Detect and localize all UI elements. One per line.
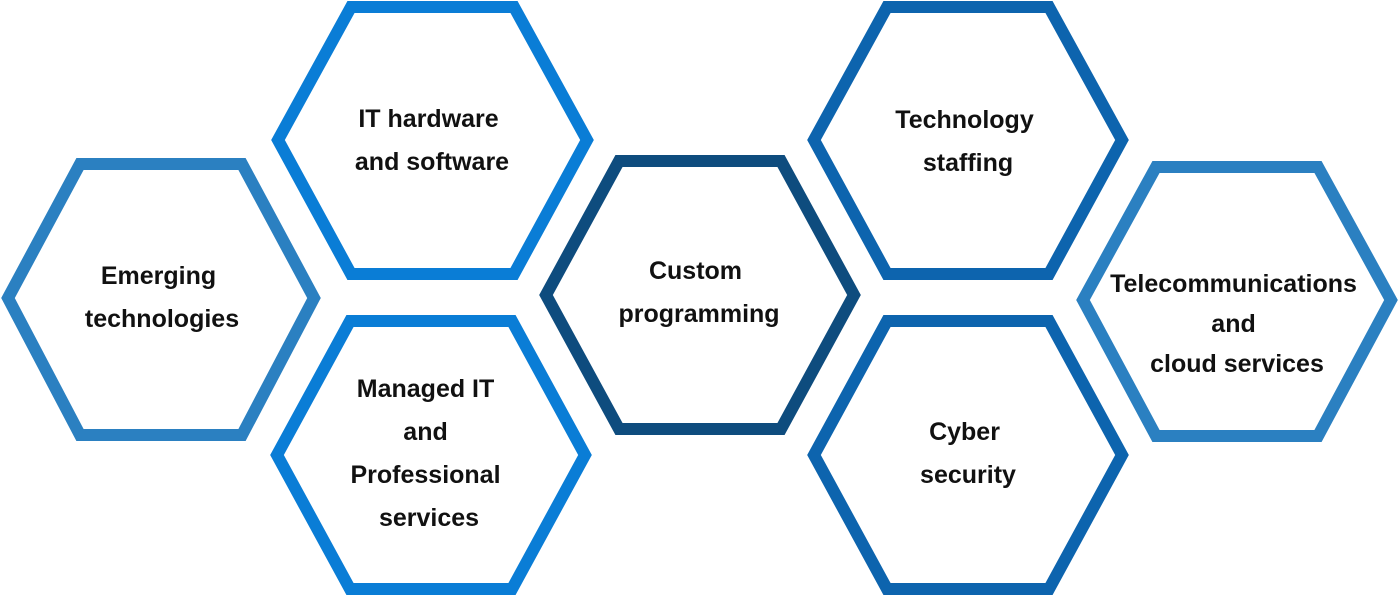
hexagon-shape	[1, 158, 321, 441]
hexagon-shape	[539, 155, 861, 435]
hexagon-label-line: Custom	[649, 257, 742, 285]
hexagon-emerging-technologies: Emerging technologies	[1, 158, 321, 441]
hexagon-label-line: and	[403, 418, 447, 446]
hexagon-shape	[270, 315, 592, 595]
hexagon-shape	[807, 315, 1129, 595]
hexagon-label-line: Technology	[895, 106, 1034, 134]
hexagon-shape	[271, 1, 594, 280]
hexagon-cyber-security: Cyber security	[807, 315, 1129, 595]
hexagon-label: Emerging technologies	[85, 262, 239, 333]
hexagon-custom-programming: Custom programming	[539, 155, 861, 435]
hexagon-label: Managed IT and Professional services	[350, 375, 507, 532]
hexagon-label-line: and	[1211, 310, 1255, 338]
hexagon-label-line: security	[920, 461, 1016, 489]
hexagon-label: Technology staffing	[895, 106, 1040, 177]
hexagon-label-line: Cyber	[929, 418, 1000, 446]
hexagon-telecommunications-cloud: Telecommunications and cloud services	[1076, 161, 1398, 442]
hexagon-label: IT hardware and software	[355, 105, 509, 176]
hexagon-label-line: Managed IT	[357, 375, 495, 403]
hexagon-label-line: Emerging	[101, 262, 216, 290]
hexagon-label: Cyber security	[920, 418, 1016, 489]
hexagon-label-line: cloud services	[1150, 350, 1324, 378]
hexagon-managed-it-professional: Managed IT and Professional services	[270, 315, 592, 595]
hexagon-label-line: IT hardware	[358, 105, 498, 133]
hexagon-label-line: programming	[618, 300, 779, 328]
hexagon-label-line: technologies	[85, 305, 239, 333]
hexagon-label-line: Professional	[350, 461, 500, 489]
hexagon-label: Telecommunications and cloud services	[1110, 270, 1364, 378]
hexagon-label-line: Telecommunications	[1110, 270, 1357, 298]
hexagon-label: Custom programming	[618, 257, 779, 328]
hexagon-technology-staffing: Technology staffing	[807, 1, 1129, 280]
hexagon-label-line: services	[379, 504, 479, 532]
hexagon-it-hardware-software: IT hardware and software	[271, 1, 594, 280]
hexagon-label-line: and software	[355, 148, 509, 176]
hexagon-shape	[807, 1, 1129, 280]
hexagon-label-line: staffing	[923, 149, 1013, 177]
hexagon-shape	[1076, 161, 1398, 442]
